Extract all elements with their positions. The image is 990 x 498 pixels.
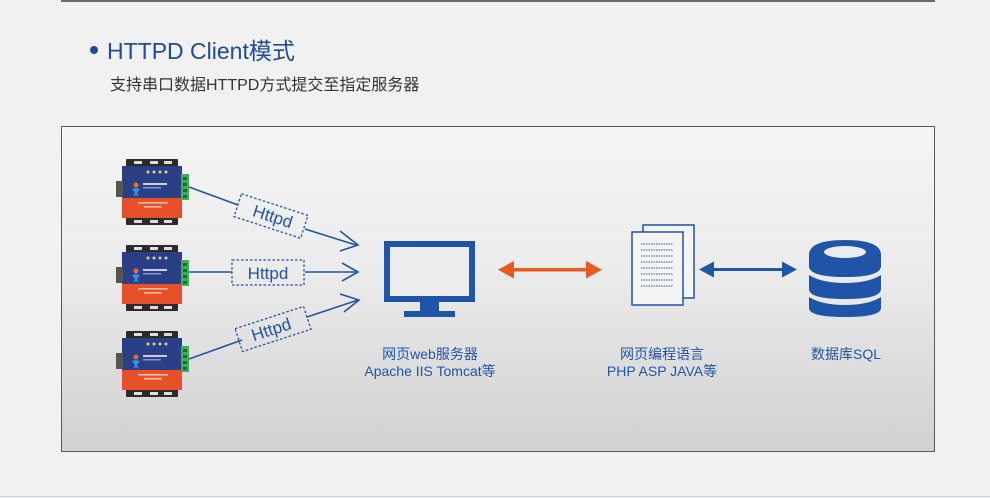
web-server-examples: Apache IIS Tomcat等 <box>364 363 496 379</box>
monitor-icon <box>384 241 475 317</box>
web-language-examples: PHP ASP JAVA等 <box>606 363 718 379</box>
section-title-text: HTTPD Client模式 <box>107 38 295 64</box>
httpd-label-3: Httpd <box>249 314 294 345</box>
connection-line <box>304 228 357 246</box>
httpd-connection-3 <box>188 293 361 360</box>
bottom-divider <box>0 496 990 497</box>
top-divider <box>61 0 935 2</box>
serial-server-device-icon <box>116 159 189 225</box>
arrow-head-icon <box>339 230 360 252</box>
database-label: 数据库SQL <box>775 346 917 363</box>
diagram-panel: Httpd Httpd Httpd <box>61 126 935 452</box>
bullet-icon <box>90 46 98 54</box>
documents-icon <box>631 224 695 306</box>
arrow-head-icon <box>341 262 360 282</box>
serial-server-device-icon <box>116 331 189 397</box>
connection-line <box>306 299 359 318</box>
httpd-connection-2 <box>189 259 360 286</box>
connection-line <box>188 339 243 360</box>
httpd-label-2: Httpd <box>248 264 289 283</box>
httpd-label-box <box>234 305 312 353</box>
web-server-title: 网页web服务器 <box>382 346 478 362</box>
database-title: 数据库SQL <box>810 346 881 362</box>
database-icon <box>809 240 881 317</box>
httpd-label-box <box>231 259 305 286</box>
web-language-label: 网页编程语言 PHP ASP JAVA等 <box>572 346 752 380</box>
section-title: HTTPD Client模式 <box>90 35 295 64</box>
serial-device-2 <box>116 245 189 311</box>
httpd-label-box <box>233 192 309 240</box>
httpd-label-1: Httpd <box>250 201 295 232</box>
serial-server-device-icon <box>116 245 189 311</box>
httpd-connection-1 <box>188 186 360 252</box>
blue-double-arrow-icon <box>699 261 797 278</box>
orange-double-arrow-icon <box>498 261 602 279</box>
section-subtitle: 支持串口数据HTTPD方式提交至指定服务器 <box>110 77 420 94</box>
serial-device-1 <box>116 159 189 225</box>
arrow-head-icon <box>339 293 361 313</box>
web-language-title: 网页编程语言 <box>620 346 704 362</box>
web-server-label: 网页web服务器 Apache IIS Tomcat等 <box>339 346 521 380</box>
serial-device-3 <box>116 331 189 397</box>
connection-line <box>188 186 239 206</box>
diagram-canvas: Httpd Httpd Httpd <box>116 159 881 397</box>
